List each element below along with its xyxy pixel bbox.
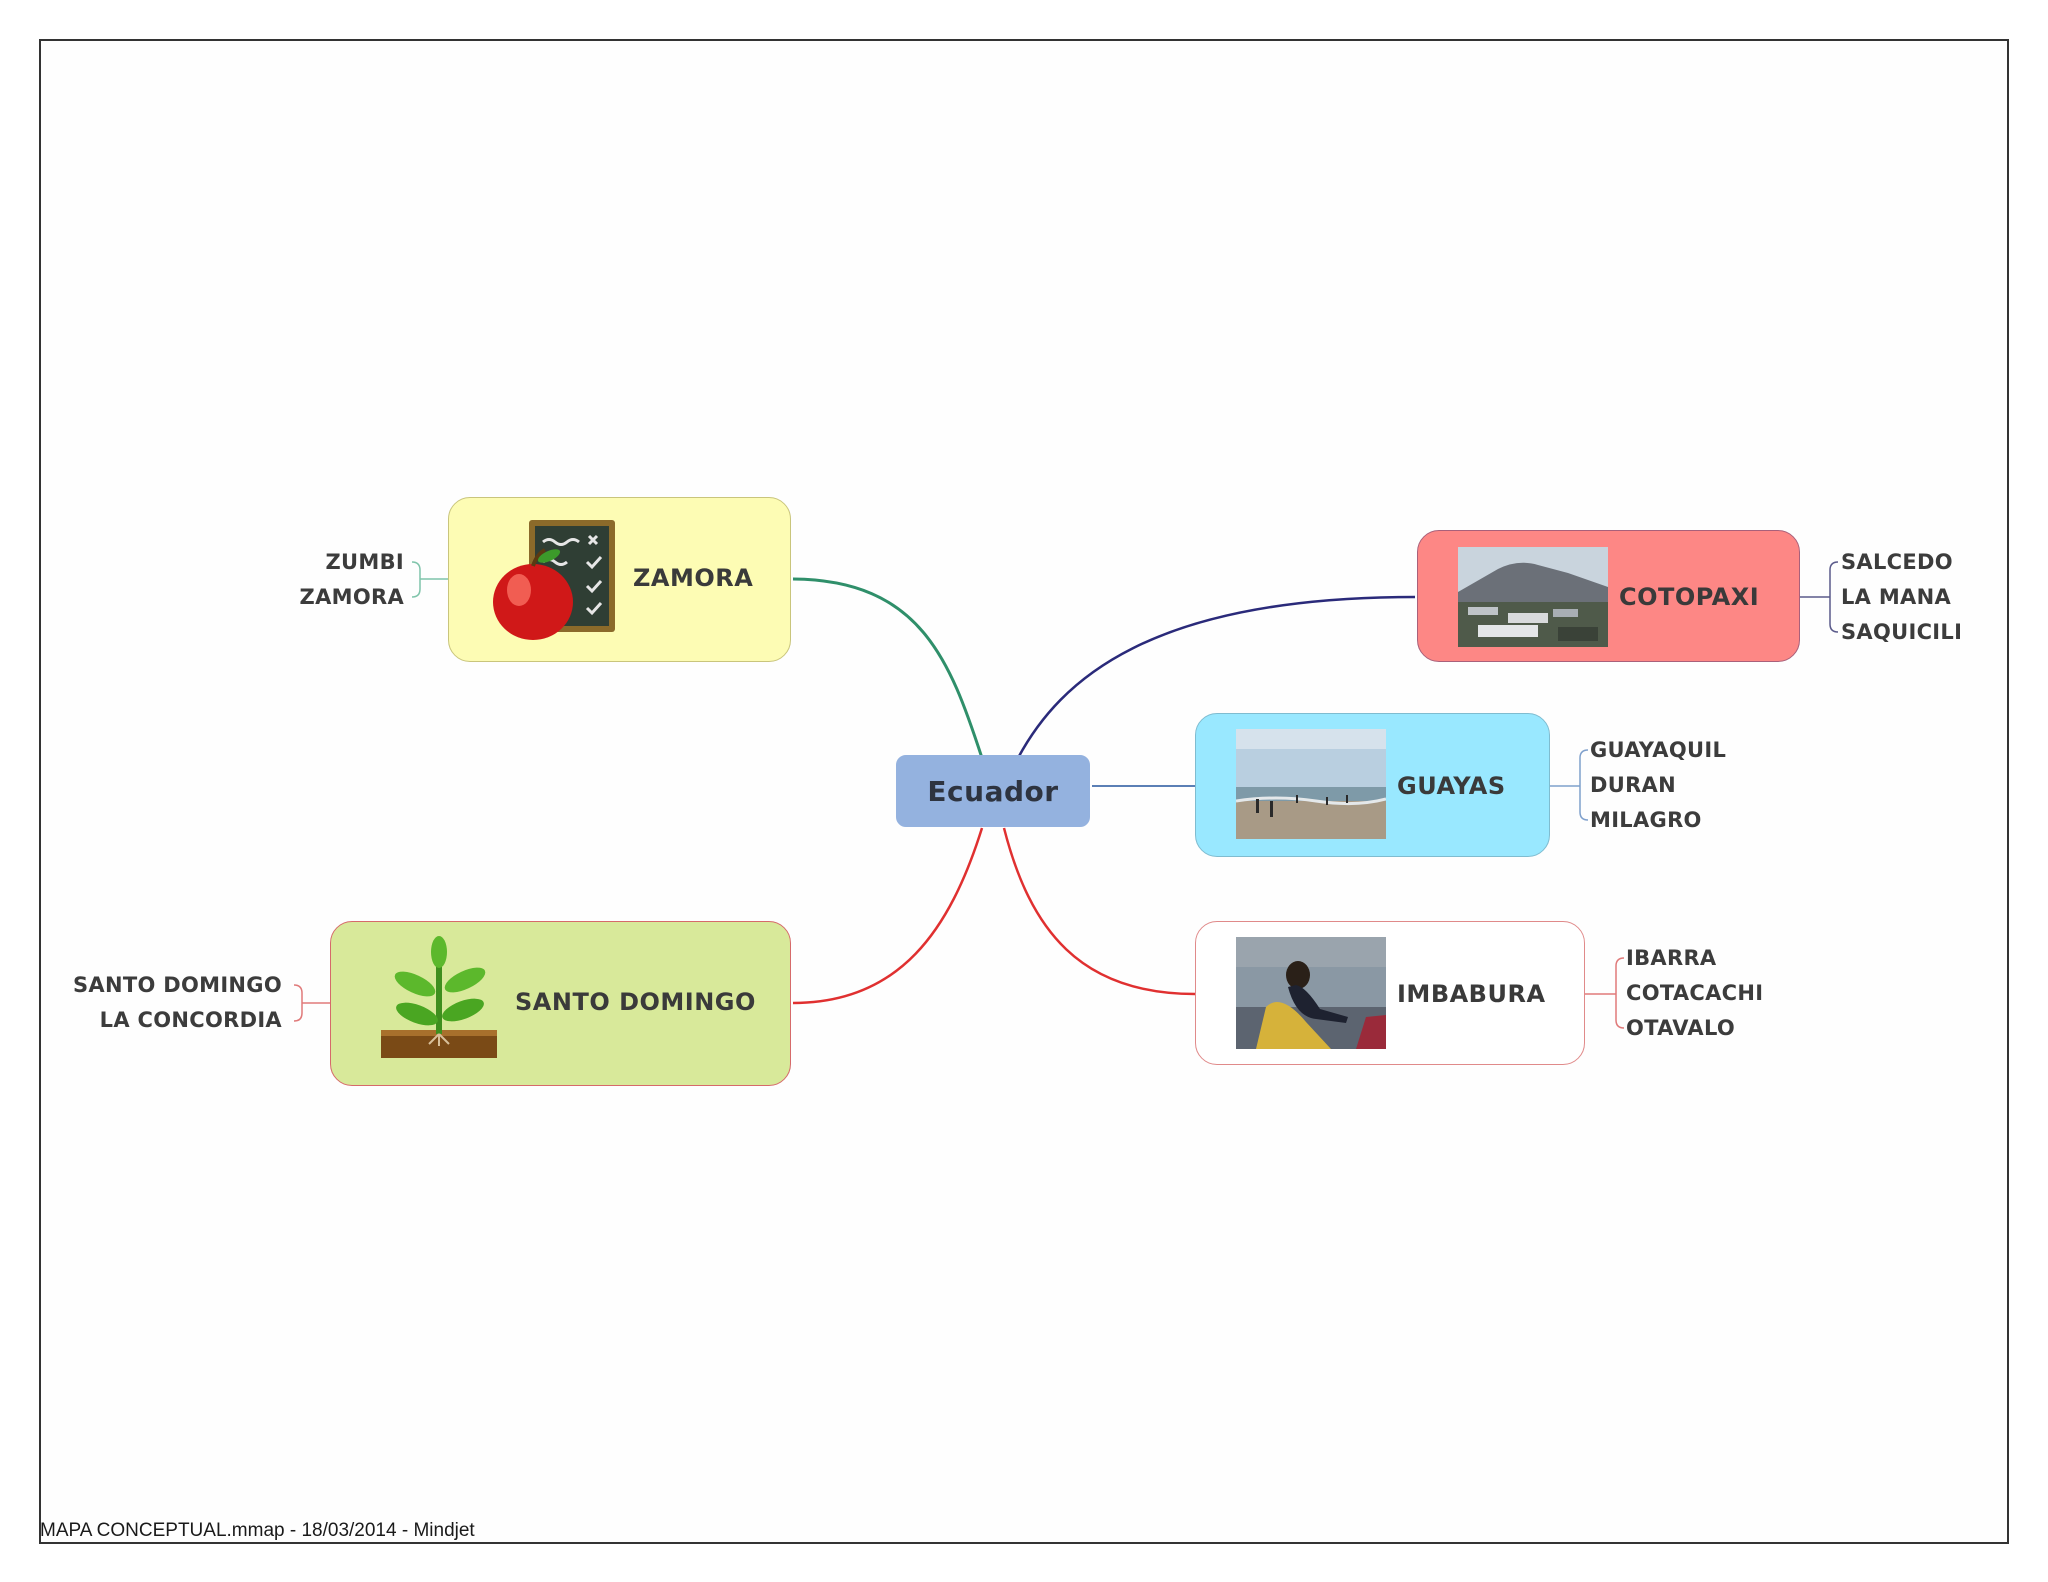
bracket-santo-domingo bbox=[293, 984, 330, 1022]
volcano-city-photo bbox=[1458, 547, 1608, 647]
topic-guayas-label: GUAYAS bbox=[1397, 772, 1506, 800]
person-photo bbox=[1236, 937, 1386, 1049]
topic-imbabura[interactable]: IMBABURA bbox=[1195, 921, 1585, 1065]
connector-imbabura bbox=[1002, 827, 1196, 996]
subtopic-milagro[interactable]: MILAGRO bbox=[1590, 808, 1702, 832]
subtopic-zumbi[interactable]: ZUMBI bbox=[325, 550, 404, 574]
subtopic-guayaquil[interactable]: GUAYAQUIL bbox=[1590, 738, 1727, 762]
connector-cotopaxi bbox=[1016, 595, 1416, 759]
subtopic-salcedo[interactable]: SALCEDO bbox=[1841, 550, 1953, 574]
central-topic-label: Ecuador bbox=[927, 774, 1059, 808]
topic-cotopaxi[interactable]: COTOPAXI bbox=[1417, 530, 1800, 662]
bracket-guayas bbox=[1550, 749, 1589, 821]
page-footer: MAPA CONCEPTUAL.mmap - 18/03/2014 - Mind… bbox=[40, 1520, 475, 1541]
subtopic-saquicili[interactable]: SAQUICILI bbox=[1841, 620, 1963, 644]
subtopic-la-mana[interactable]: LA MANA bbox=[1841, 585, 1952, 609]
topic-guayas[interactable]: GUAYAS bbox=[1195, 713, 1550, 857]
subtopic-santo-domingo[interactable]: SANTO DOMINGO bbox=[73, 973, 282, 997]
subtopic-ibarra[interactable]: IBARRA bbox=[1626, 946, 1717, 970]
beach-photo bbox=[1236, 729, 1386, 839]
central-topic[interactable]: Ecuador bbox=[896, 755, 1090, 827]
bracket-zamora bbox=[411, 561, 448, 598]
topic-cotopaxi-label: COTOPAXI bbox=[1619, 583, 1760, 611]
connector-zamora bbox=[792, 577, 984, 759]
connector-santo-domingo bbox=[792, 827, 984, 1005]
subtopic-la-concordia[interactable]: LA CONCORDIA bbox=[99, 1008, 282, 1032]
subtopic-otavalo[interactable]: OTAVALO bbox=[1626, 1016, 1736, 1040]
subtopic-zamora[interactable]: ZAMORA bbox=[299, 585, 404, 609]
topic-santo-domingo[interactable]: SANTO DOMINGO bbox=[330, 921, 791, 1086]
bracket-cotopaxi bbox=[1800, 561, 1839, 633]
sprout-icon bbox=[381, 936, 497, 1058]
topic-santo-domingo-label: SANTO DOMINGO bbox=[515, 988, 756, 1016]
topic-zamora-label: ZAMORA bbox=[633, 564, 754, 592]
topic-zamora[interactable]: ZAMORA bbox=[448, 497, 791, 662]
topic-imbabura-label: IMBABURA bbox=[1397, 980, 1546, 1008]
subtopic-cotacachi[interactable]: COTACACHI bbox=[1626, 981, 1764, 1005]
bracket-imbabura bbox=[1585, 957, 1625, 1029]
apple-chalkboard-icon bbox=[493, 520, 615, 640]
subtopic-duran[interactable]: DURAN bbox=[1590, 773, 1676, 797]
